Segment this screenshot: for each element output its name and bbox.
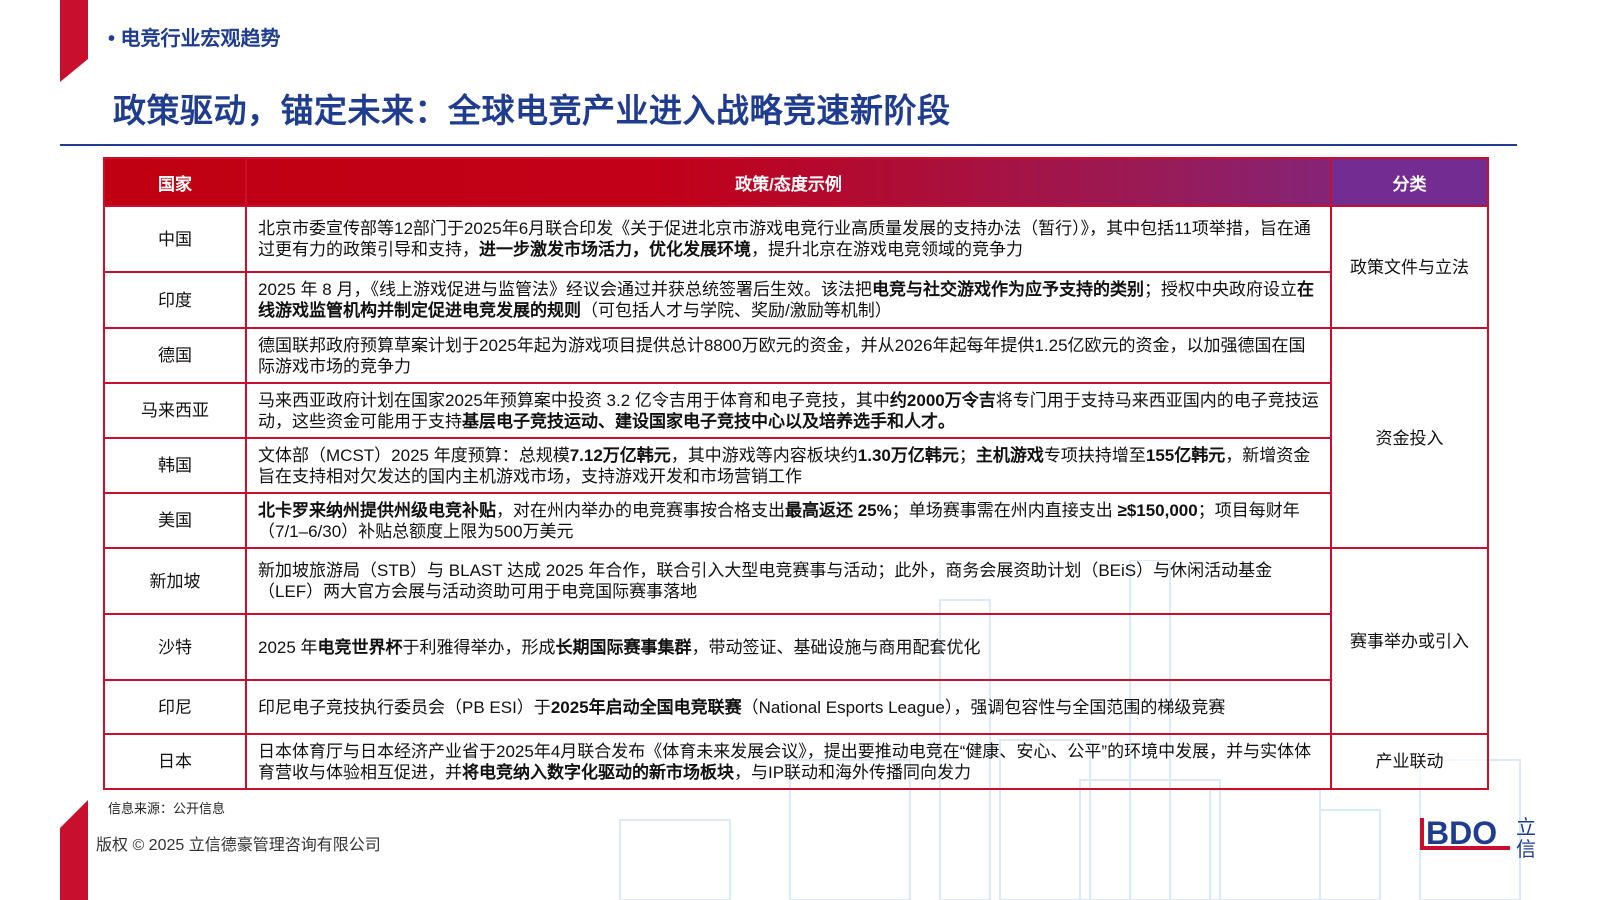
- policy-cell: 马来西亚政府计划在国家2025年预算案中投资 3.2 亿令吉用于体育和电子竞技，…: [245, 382, 1332, 439]
- header-category: 分类: [1330, 157, 1489, 207]
- policy-text: 德国联邦政府预算草案计划于2025年起为游戏项目提供总计8800万欧元的资金，并…: [258, 335, 1306, 376]
- policy-text: 马来西亚政府计划在国家2025年预算案中投资 3.2 亿令吉用于体育和电子竞技，…: [258, 390, 890, 410]
- country-cell: 印尼: [103, 679, 247, 735]
- country-cell: 美国: [103, 492, 247, 549]
- table-row: 印尼印尼电子竞技执行委员会（PB ESI）于2025年启动全国电竞联赛（Nati…: [103, 679, 1488, 735]
- policy-text: ，新增资金旨在支持相对欠发达的国内主机游戏市场，支持游戏开发和市场营销工作: [258, 445, 1311, 486]
- table-row: 韩国文体部（MCST）2025 年度预算：总规模7.12万亿韩元，其中游戏等内容…: [103, 437, 1488, 494]
- policy-text: ；单场赛事需在州内直接支出: [891, 500, 1118, 520]
- policy-cell: 北京市委宣传部等12部门于2025年6月联合印发《关于促进北京市游戏电竞行业高质…: [245, 205, 1332, 273]
- policy-cell: 文体部（MCST）2025 年度预算：总规模7.12万亿韩元，其中游戏等内容板块…: [245, 437, 1332, 494]
- policy-cell: 2025 年 8 月，《线上游戏促进与监管法》经议会通过并获总统签署后生效。该法…: [245, 271, 1332, 329]
- policy-cell: 北卡罗来纳州提供州级电竞补贴，对在州内举办的电竞赛事按合格支出最高返还 25%；…: [245, 492, 1332, 549]
- policy-text: 新加坡旅游局（STB）与 BLAST 达成 2025 年合作，联合引入大型电竞赛…: [258, 561, 1273, 601]
- header-policy: 政策/态度示例: [245, 157, 1332, 207]
- policy-text: （可包括人才与学院、奖励/激励等机制）: [581, 301, 892, 320]
- policy-highlight: 进一步激发市场活力，优化发展环境: [479, 240, 751, 259]
- accent-bar-top: [60, 0, 88, 82]
- country-cell: 新加坡: [103, 547, 247, 615]
- policy-highlight: ≥$150,000: [1117, 500, 1198, 520]
- svg-text:BDO: BDO: [1426, 815, 1497, 851]
- table-row: 日本日本体育厅与日本经济产业省于2025年4月联合发布《体育未来发展会议》，提出…: [103, 733, 1489, 790]
- policy-text: ；项目每财年（7/1–6/30）补贴总额度上限为500万美元: [258, 500, 1300, 541]
- table-row: 新加坡新加坡旅游局（STB）与 BLAST 达成 2025 年合作，联合引入大型…: [103, 547, 1489, 735]
- policy-text: ，其中游戏等内容板块约: [670, 445, 858, 465]
- policy-highlight: 电竞世界杯: [317, 637, 403, 657]
- table-row: 印度 2025 年 8 月，《线上游戏促进与监管法》经议会通过并获总统签署后生效。…: [103, 271, 1488, 329]
- policy-text: ；: [958, 445, 976, 465]
- source-note: 信息来源：公开信息: [108, 801, 226, 816]
- policy-text: ；授权中央政府设立: [1143, 280, 1297, 299]
- policy-highlight: 155亿韩元: [1145, 445, 1226, 465]
- policy-text: 文体部（MCST）2025 年度预算：总规模: [258, 445, 570, 465]
- policy-highlight: 最高返还 25%: [785, 500, 892, 520]
- table-row: 中国北京市委宣传部等12部门于2025年6月联合印发《关于促进北京市游戏电竞行业…: [103, 205, 1489, 329]
- policy-highlight: 基层电子竞技运动、建设国家电子竞技中心以及培养选手和人才。: [462, 411, 955, 431]
- policy-highlight: 主机游戏: [975, 445, 1044, 465]
- country-cell: 印度: [103, 271, 247, 329]
- policy-text: 北京市委宣传部等12部门于2025年6月联合印发《关于促进北京市游戏电竞行业高质…: [258, 219, 1311, 259]
- policy-text: 将专门用于支持马来西亚国内的电子竞技运动，这些资金可能用于支持: [258, 390, 1319, 431]
- policy-text: ，提升北京在游戏电竞领域的竞争力: [751, 240, 1023, 259]
- policy-cell: 2025 年电竞世界杯于利雅得举办，形成长期国际赛事集群，带动签证、基础设施与商…: [245, 613, 1332, 681]
- policy-cell: 德国联邦政府预算草案计划于2025年起为游戏项目提供总计8800万欧元的资金，并…: [245, 327, 1332, 384]
- section-label: • 电竞行业宏观趋势: [108, 28, 281, 50]
- policy-text: ，对在州内举办的电竞赛事按合格支出: [496, 500, 785, 520]
- policy-text: 印尼电子竞技执行委员会（PB ESI）于: [258, 697, 551, 717]
- policy-text: 2025 年 8 月，《线上游戏促进与监管法》经议会通过并获总统签署后生效。该法…: [258, 280, 872, 299]
- country-cell: 沙特: [103, 613, 247, 681]
- table-row: 美国北卡罗来纳州提供州级电竞补贴，对在州内举办的电竞赛事按合格支出最高返还 25…: [103, 492, 1488, 549]
- category-cell: 产业联动: [1330, 733, 1489, 790]
- accent-bar-bottom: [60, 800, 88, 900]
- policy-highlight: 北卡罗来纳州提供州级电竞补贴: [258, 500, 496, 520]
- policy-text: 专项扶持增至: [1043, 445, 1146, 465]
- country-cell: 中国: [103, 205, 247, 273]
- policy-table: 国家 政策/态度示例 分类 中国北京市委宣传部等12部门于2025年6月联合印发…: [103, 157, 1489, 790]
- country-cell: 韩国: [103, 437, 247, 494]
- policy-text: ，带动签证、基础设施与商用配套优化: [691, 637, 981, 657]
- policy-highlight: 约2000万令吉: [889, 390, 996, 410]
- policy-highlight: 电竞与社交游戏作为应予支持的类别: [871, 280, 1144, 299]
- svg-text:信: 信: [1516, 837, 1536, 861]
- copyright: 版权 © 2025 立信德豪管理咨询有限公司: [96, 837, 381, 854]
- policy-cell: 印尼电子竞技执行委员会（PB ESI）于2025年启动全国电竞联赛（Nation…: [245, 679, 1332, 735]
- country-cell: 马来西亚: [103, 382, 247, 439]
- policy-text: ，与IP联动和海外传播同向发力: [734, 762, 972, 782]
- title-divider: [60, 144, 1517, 146]
- policy-highlight: 在线游戏监管机构并制定促进电竞发展的规则: [258, 280, 1314, 320]
- category-cell: 赛事举办或引入: [1330, 547, 1489, 735]
- policy-text: 于利雅得举办，形成: [402, 637, 556, 657]
- svg-text:立: 立: [1516, 815, 1536, 839]
- country-cell: 德国: [103, 327, 247, 384]
- policy-highlight: 将电竞纳入数字化驱动的新市场板块: [462, 762, 734, 782]
- table-row: 德国德国联邦政府预算草案计划于2025年起为游戏项目提供总计8800万欧元的资金…: [103, 327, 1489, 549]
- policy-cell: 日本体育厅与日本经济产业省于2025年4月联合发布《体育未来发展会议》，提出要推…: [245, 733, 1332, 790]
- country-cell: 日本: [103, 733, 247, 790]
- policy-highlight: 7.12万亿韩元: [569, 445, 671, 465]
- table-row: 马来西亚马来西亚政府计划在国家2025年预算案中投资 3.2 亿令吉用于体育和电…: [103, 382, 1488, 439]
- policy-text: 2025 年: [258, 637, 318, 657]
- category-cell: 资金投入: [1330, 327, 1489, 549]
- policy-highlight: 2025年启动全国电竞联赛: [550, 697, 742, 717]
- page-title: 政策驱动，锚定未来：全球电竞产业进入战略竞速新阶段: [113, 92, 951, 129]
- table-header-row: 国家 政策/态度示例 分类: [103, 157, 1489, 207]
- policy-cell: 新加坡旅游局（STB）与 BLAST 达成 2025 年合作，联合引入大型电竞赛…: [245, 547, 1332, 615]
- bdo-logo: BDO 立 信: [1420, 815, 1536, 861]
- policy-highlight: 长期国际赛事集群: [555, 637, 692, 657]
- policy-text: 日本体育厅与日本经济产业省于2025年4月联合发布《体育未来发展会议》，提出要推…: [258, 741, 1312, 782]
- category-cell: 政策文件与立法: [1330, 205, 1489, 329]
- policy-text: （National Esports League），强调包容性与全国范围的梯级竞…: [741, 697, 1226, 717]
- header-country: 国家: [103, 157, 247, 207]
- policy-highlight: 1.30万亿韩元: [857, 445, 959, 465]
